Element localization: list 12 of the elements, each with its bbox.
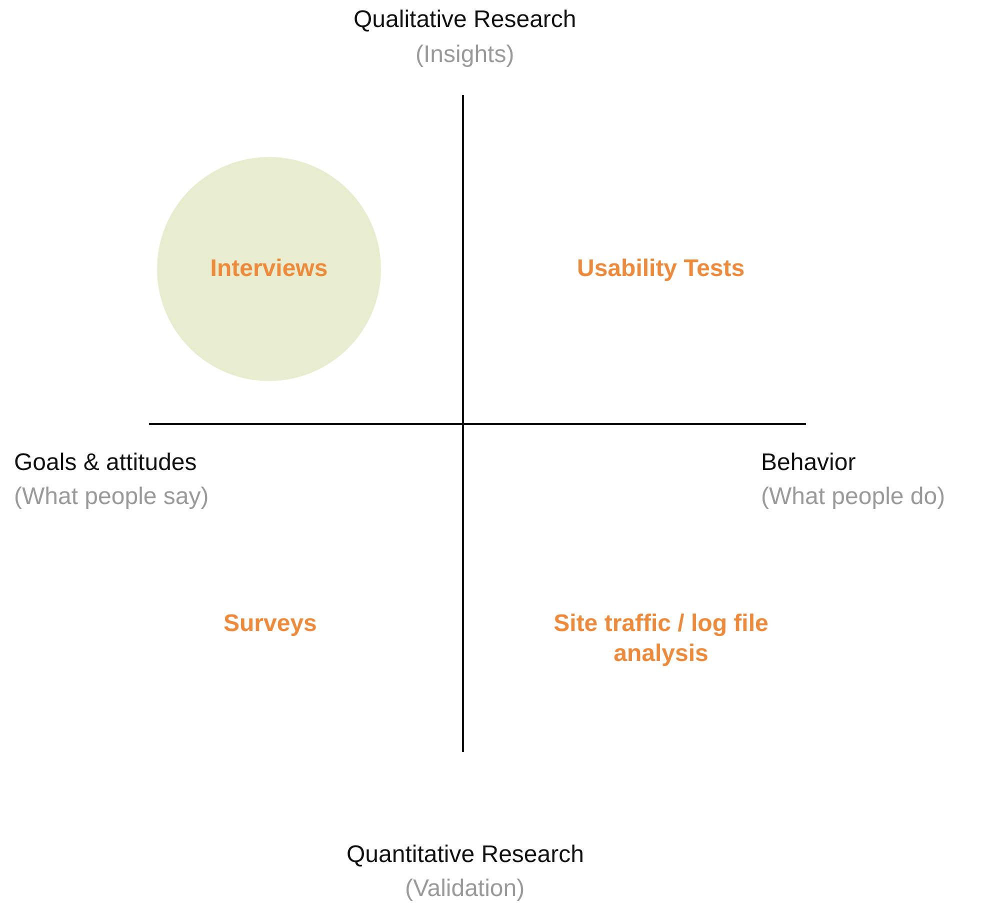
method-label: Usability Tests [577, 254, 745, 284]
axis-title: Goals & attitudes [14, 448, 197, 478]
axis-title: Qualitative Research [354, 5, 576, 35]
method-label: Site traffic / log file analysis [552, 609, 770, 669]
axis-title: Behavior [761, 448, 856, 478]
method-label: Surveys [224, 609, 317, 639]
axis-subtitle: (What people do) [761, 482, 946, 512]
axis-subtitle: (Insights) [416, 40, 514, 70]
axis-title: Quantitative Research [346, 840, 584, 870]
axis-subtitle: (Validation) [405, 874, 525, 903]
method-label: Interviews [210, 254, 328, 284]
axis-subtitle: (What people say) [14, 482, 209, 512]
